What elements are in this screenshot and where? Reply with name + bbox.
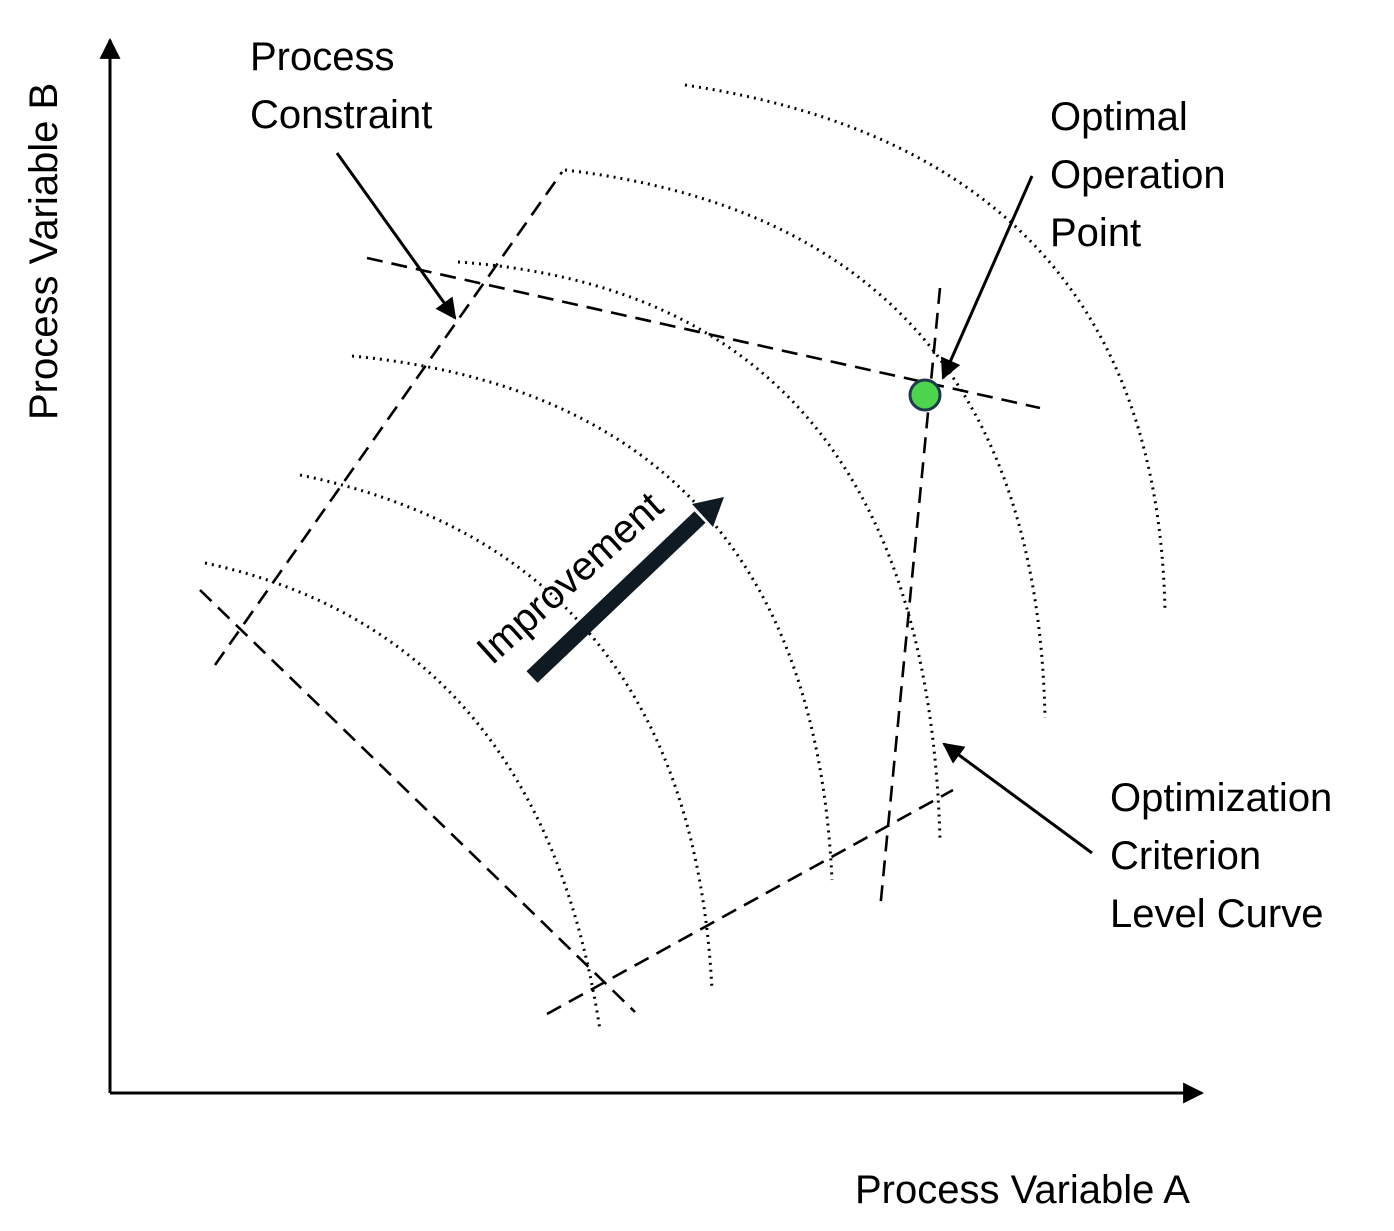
svg-text:Optimization: Optimization — [1110, 776, 1332, 820]
svg-text:Criterion: Criterion — [1110, 834, 1261, 878]
constraint-left — [213, 171, 564, 666]
svg-text:Point: Point — [1050, 211, 1141, 255]
svg-text:Process: Process — [250, 35, 395, 79]
constraint-pointer-arrow — [335, 152, 457, 320]
optimal-operation-point — [908, 378, 942, 412]
constraint-bottom — [546, 788, 954, 1016]
level-curve-2 — [299, 473, 714, 991]
optimal-pointer-arrow — [941, 175, 1034, 380]
level-curve-4 — [457, 260, 942, 841]
level-curve-pointer-arrow — [942, 742, 1093, 855]
svg-text:Operation: Operation — [1050, 153, 1226, 197]
process-constraint-label: Process Constraint — [250, 35, 432, 137]
optimal-point-label: Optimal Operation Point — [1050, 95, 1226, 255]
improvement-arrow — [526, 497, 724, 683]
x-axis-label: Process Variable A — [855, 1168, 1190, 1212]
y-axis-label: Process Variable B — [22, 83, 66, 420]
svg-text:Level Curve: Level Curve — [1110, 892, 1323, 936]
svg-text:Constraint: Constraint — [250, 93, 432, 137]
level-curve-5 — [564, 168, 1047, 719]
constraint-top — [366, 256, 1041, 410]
svg-text:Optimal: Optimal — [1050, 95, 1188, 139]
level-curve-label: Optimization Criterion Level Curve — [1110, 776, 1332, 936]
constraint-lower-diagonal — [199, 589, 636, 1013]
level-curve-6 — [684, 83, 1167, 611]
